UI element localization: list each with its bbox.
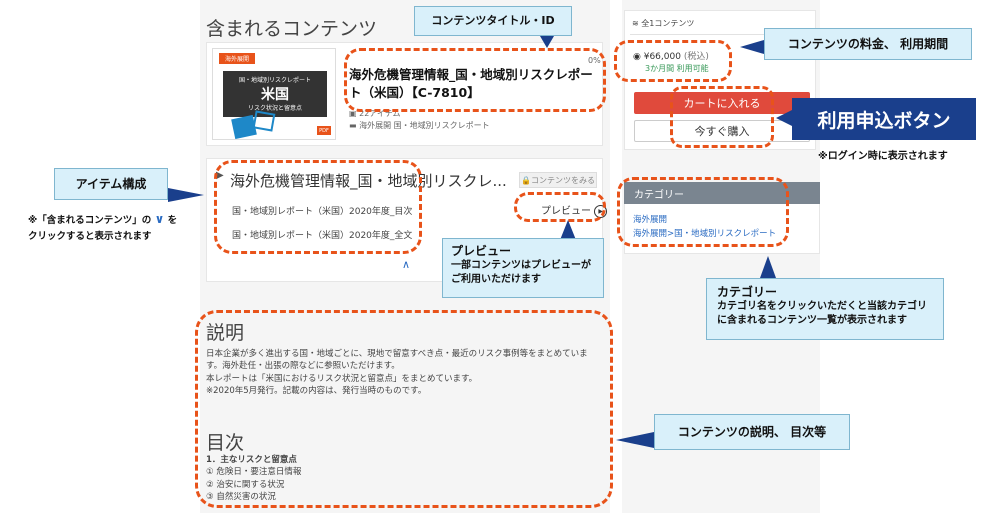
product-pages: ▣ 22アイテム <box>349 109 401 118</box>
thumb-caption: リスク状況と留意点 <box>247 105 302 112</box>
item-row-2[interactable]: 国・地域別レポート（米国）2020年度_全文 <box>232 231 413 241</box>
folder-icon: ▬ <box>349 121 360 130</box>
description-body: 日本企業が多く進出する国・地域ごとに、現地で留意すべき点・最近のリスク事例等をま… <box>206 349 588 396</box>
highlight-category <box>617 177 789 247</box>
category-panel-header: カテゴリー <box>624 182 820 204</box>
callout-preview-tail <box>560 220 576 240</box>
thumb-country: 米国 <box>261 87 289 103</box>
highlight-items <box>214 160 422 254</box>
thumb-shapes-icon <box>231 110 276 139</box>
callout-price-period: コンテンツの料金、 利用期間 <box>764 28 972 60</box>
category-link-overseas[interactable]: 海外展開 <box>633 215 668 225</box>
item-note-line1: ※「含まれるコンテンツ」の ∨ を <box>28 212 178 226</box>
callout-item-tail <box>168 188 204 202</box>
lock-icon: 🔒 <box>521 175 531 185</box>
highlight-price <box>614 40 732 82</box>
apply-banner-tail <box>776 110 792 126</box>
item-group-title[interactable]: 海外危機管理情報_国・地域別リスクレ... <box>230 172 507 190</box>
thumb-dark-band <box>223 71 327 117</box>
callout-preview: プレビュー 一部コンテンツはプレビューが ご利用いただけます <box>442 238 604 298</box>
thumb-tag: 海外展開 <box>219 53 255 64</box>
callout-item-structure: アイテム構成 <box>54 168 168 200</box>
callout-category: カテゴリー カテゴリ名をクリックいただくと当該カテゴリ に含まれるコンテンツ一覧… <box>706 278 944 340</box>
toc-heading: 目次 <box>206 432 245 454</box>
category-link-country-report[interactable]: 海外展開>国・地域別リスクレポート <box>633 229 777 239</box>
callout-category-tail <box>760 256 776 278</box>
login-note: ※ログイン時に表示されます <box>818 151 948 162</box>
collapse-chevron-icon[interactable]: ∧ <box>402 258 411 271</box>
apply-button-banner: 利用申込ボタン <box>792 98 976 140</box>
highlight-description <box>195 310 613 508</box>
view-contents-button[interactable]: 🔒コンテンツをみる <box>519 172 597 188</box>
toc-body: 1．主なリスクと留意点 ① 危険日・要注意日情報 ② 治安に関する状況 ③ 自然… <box>206 455 302 502</box>
chevron-down-icon: ∨ <box>154 212 165 226</box>
callout-desc-tail <box>616 432 654 448</box>
highlight-preview <box>514 192 606 222</box>
product-title: 海外危機管理情報_国・地域別リスクレポート（米国）【C-7810】 <box>349 67 593 100</box>
thumb-format: PDF <box>317 126 331 135</box>
callout-title-id: コンテンツタイトル・ID <box>414 6 572 36</box>
usage-period: 3か月間 利用可能 <box>645 64 709 73</box>
panel-divider <box>630 34 816 35</box>
product-thumbnail[interactable]: 海外展開 国・地域別リスクレポート 米国 リスク状況と留意点 PDF <box>212 48 336 140</box>
document-icon: ▣ <box>349 109 360 118</box>
contents-heading: 含まれるコンテンツ <box>206 18 378 40</box>
highlight-title <box>344 48 606 112</box>
item-note-line2: クリックすると表示されます <box>28 231 152 242</box>
callout-price-tail <box>740 40 764 54</box>
thumb-sub: 国・地域別リスクレポート <box>238 77 311 84</box>
callout-title-id-tail <box>540 36 554 48</box>
highlight-buttons <box>670 86 774 148</box>
layers-icon: ≋ <box>632 19 642 28</box>
radio-icon: ◉ <box>633 52 644 62</box>
item-row-1[interactable]: 国・地域別レポート（米国）2020年度_目次 <box>232 207 413 217</box>
price[interactable]: ◉ ¥66,000 (税込) <box>633 52 709 62</box>
content-count: ≋ 全1コンテンツ <box>632 19 695 28</box>
callout-desc-toc: コンテンツの説明、 目次等 <box>654 414 850 450</box>
product-category-path: ▬ 海外展開 国・地域別リスクレポート <box>349 121 490 130</box>
